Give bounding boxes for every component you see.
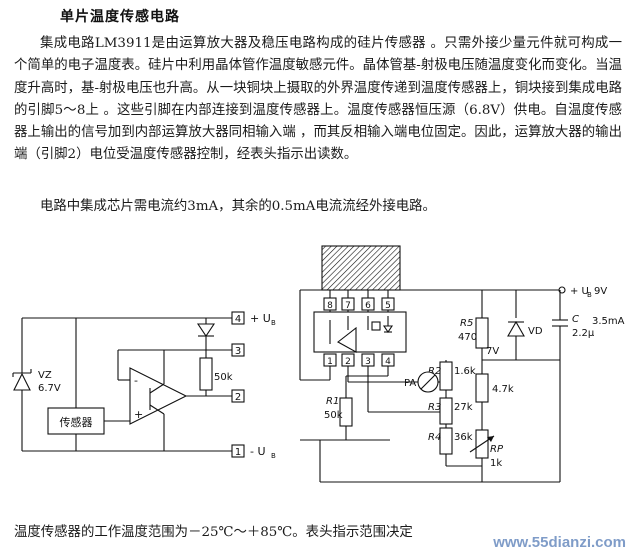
paragraph-3: 温度传感器的工作温度范围为－25℃～＋85℃。表头指示范围决定 (14, 525, 413, 540)
svg-text:3: 3 (235, 346, 241, 357)
terminal-4 (231, 311, 245, 325)
resistor-r2 (439, 361, 453, 391)
minus-ub-label: - U (250, 445, 266, 458)
svg-text:PA: PA (404, 378, 416, 389)
svg-text:R1: R1 (326, 396, 339, 407)
svg-text:+: + (134, 408, 143, 421)
left-circuit: VZ 6.7V 传感器 - + 50k (12, 311, 276, 460)
resistor-4k7 (475, 373, 489, 403)
paragraph-2: 电路中集成芯片需电流约3mA，其余的0.5mA电流流经外接电路。 (40, 199, 436, 214)
svg-text:4: 4 (235, 314, 241, 325)
svg-text:7: 7 (345, 301, 351, 311)
svg-text:R3: R3 (428, 402, 441, 413)
zener-vd (507, 320, 525, 337)
terminal-3 (231, 343, 245, 357)
svg-text:6: 6 (365, 301, 371, 311)
svg-text:R2: R2 (428, 366, 441, 377)
svg-text:1: 1 (235, 447, 241, 458)
zener-name: VZ (38, 370, 52, 381)
svg-text:8: 8 (327, 301, 333, 311)
ic-top-pins: 8 7 6 5 (323, 297, 395, 312)
svg-text:1: 1 (327, 357, 333, 367)
svg-text:27k: 27k (454, 402, 473, 413)
right-circuit: 8 7 6 5 1 2 3 4 (299, 245, 625, 483)
copper-block (321, 245, 401, 291)
svg-text:R5: R5 (460, 318, 473, 329)
svg-text:4.7k: 4.7k (492, 384, 514, 395)
svg-text:RP: RP (490, 444, 504, 455)
svg-text:3: 3 (365, 357, 371, 367)
supply-current: 3.5mA (592, 316, 625, 327)
svg-text:36k: 36k (454, 432, 473, 443)
sensor-box (47, 407, 105, 435)
svg-text:B: B (587, 291, 592, 299)
svg-text:1k: 1k (490, 458, 502, 469)
svg-text:1.6k: 1.6k (454, 366, 476, 377)
supply-voltage: 9V (594, 286, 607, 297)
ic-internal-opamp (337, 326, 357, 353)
page-title: 单片温度传感电路 (60, 9, 180, 25)
resistor-50k (199, 357, 213, 391)
svg-text:50k: 50k (324, 410, 343, 421)
svg-text:R4: R4 (428, 432, 441, 443)
svg-text:B: B (271, 452, 276, 460)
watermark: www.55dianzi.com (493, 534, 626, 551)
sensor-label: 传感器 (60, 416, 93, 429)
op-amp: - + (129, 367, 188, 425)
svg-text:VD: VD (528, 326, 543, 337)
svg-text:C: C (572, 314, 579, 325)
svg-text:-: - (134, 374, 138, 387)
svg-text:2.2μ: 2.2μ (572, 328, 595, 339)
ic-bottom-pins: 1 2 3 4 (323, 353, 395, 367)
svg-text:2: 2 (345, 357, 351, 367)
ic-lm3911 (313, 311, 407, 353)
svg-text:470: 470 (458, 332, 477, 343)
resistor-r4 (439, 427, 453, 455)
paragraph-1: 集成电路LM3911是由运算放大器及稳压电路构成的硅片传感器 。只需外接少量元件… (14, 36, 622, 163)
supply-label: + U (570, 286, 589, 297)
terminal-2 (231, 389, 245, 403)
zener-diode-vz (12, 366, 32, 394)
svg-text:2: 2 (235, 392, 241, 403)
zener-voltage: 6.7V (38, 383, 61, 394)
resistor-50k-label: 50k (214, 372, 233, 383)
svg-text:B: B (271, 319, 276, 327)
svg-text:5: 5 (385, 301, 391, 311)
svg-text:4: 4 (385, 357, 391, 367)
plus-ub-label: + U (250, 312, 271, 325)
node-voltage: 7V (486, 346, 499, 357)
resistor-r5 (475, 317, 489, 349)
terminal-1 (231, 444, 245, 458)
resistor-r3 (439, 397, 453, 425)
